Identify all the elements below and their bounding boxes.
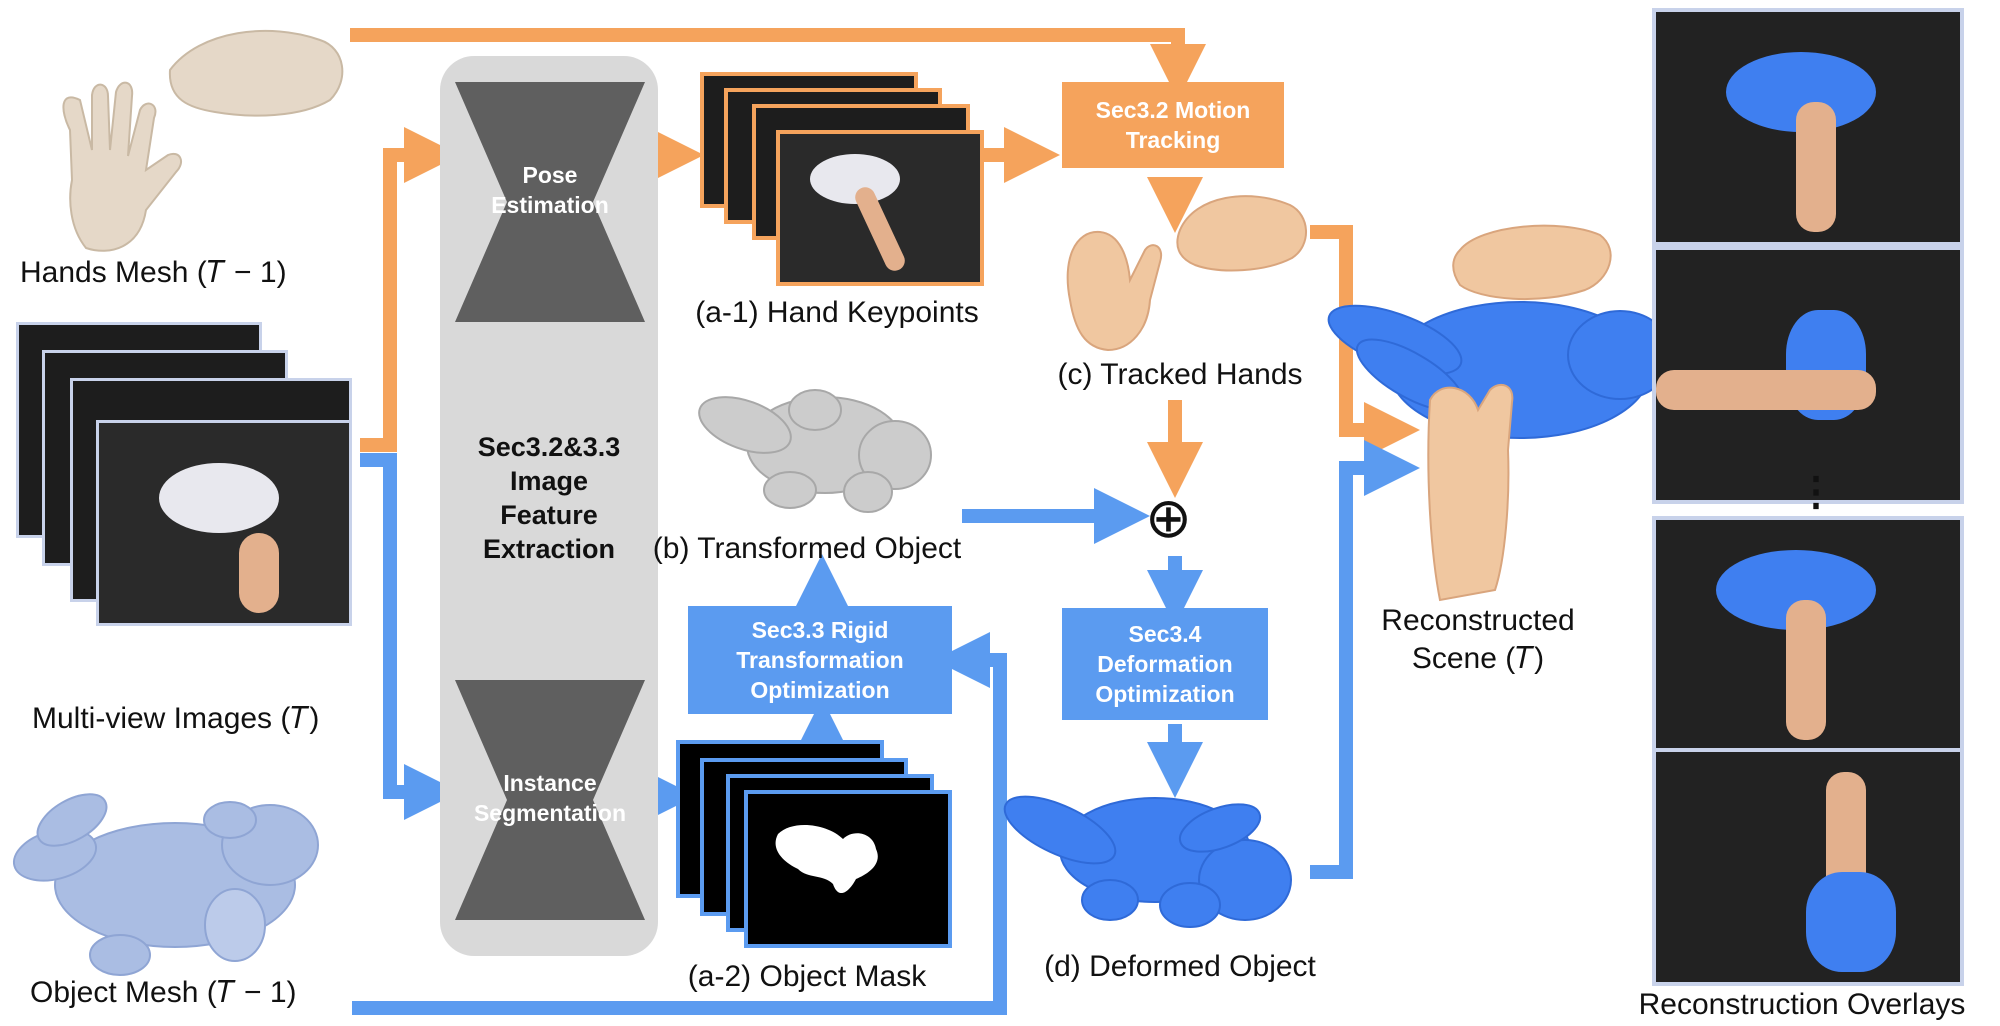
pose-estimation-line2: Estimation (491, 192, 609, 218)
deform-opt-line3: Optimization (1095, 681, 1235, 707)
mask-icon (775, 824, 878, 894)
instance-segmentation-hourglass-icon (455, 680, 645, 920)
object-mesh-icon (12, 793, 319, 976)
overlays-label: Reconstruction Overlays (1638, 988, 1966, 1021)
keypoint-frame-front (776, 130, 984, 286)
feature-extraction-label: Sec3.2&3.3 Image Feature Extraction (440, 430, 658, 566)
tracked-hands-label: (c) Tracked Hands (1057, 358, 1303, 391)
overlay-arm-icon (1656, 370, 1876, 410)
hand-mesh-icon (62, 29, 344, 252)
instance-segmentation-line1: Instance (503, 770, 597, 796)
blue-arrows (352, 440, 1420, 1015)
pose-estimation-box: Pose Estimation (455, 160, 645, 220)
overlay-image-1 (1652, 8, 1964, 246)
instance-segmentation-line2: Segmentation (473, 800, 627, 826)
rigid-opt-line3: Optimization (750, 677, 890, 703)
tracked-hands-icon (1066, 195, 1307, 352)
overlay-ellipsis: ⋮ (1796, 470, 1836, 514)
arrow-deformed-to-scene (1310, 440, 1420, 879)
overlay-arm-icon (1786, 600, 1826, 740)
arrow-images-to-segmentation (360, 453, 460, 820)
combine-icon: ⊕ (1145, 486, 1192, 549)
arrow-objectmesh-to-rigid (352, 632, 1007, 1015)
overlay-image-3 (1652, 516, 1964, 756)
pose-estimation-hourglass-icon (455, 82, 645, 322)
reconstructed-label-line1: Reconstructed (1381, 604, 1575, 637)
arrow-hands-to-tracking (350, 28, 1206, 100)
feature-extraction-line2: Image (509, 466, 589, 496)
rigid-opt-line1: Sec3.3 Rigid (751, 617, 889, 643)
deformed-object-label: (d) Deformed Object (1044, 950, 1316, 983)
hand-keypoints-label: (a-1) Hand Keypoints (695, 296, 979, 329)
bunny-icon (698, 389, 932, 513)
deform-opt-line1: Sec3.4 (1128, 621, 1202, 647)
hands-mesh-label: Hands Mesh (𝑇 − 1) (20, 256, 287, 289)
overlay-image-2 (1652, 246, 1964, 504)
motion-tracking-line2: Tracking (1125, 127, 1221, 153)
deform-opt-line2: Deformation (1097, 651, 1233, 677)
overlay-bunny-icon (1806, 872, 1896, 972)
reconstructed-label-line2: Scene (𝑇) (1411, 642, 1545, 675)
feature-extraction-line3: Feature (500, 500, 598, 530)
pose-estimation-line1: Pose (522, 162, 578, 188)
multi-view-label: Multi-view Images (𝑇) (32, 702, 320, 735)
plush-bunny-icon (159, 463, 279, 533)
overlay-arm-icon (1796, 102, 1836, 232)
motion-tracking-line1: Sec3.2 Motion (1095, 97, 1251, 123)
object-mesh-label: Object Mesh (𝑇 − 1) (30, 976, 297, 1009)
feature-extraction-line4: Extraction (482, 534, 616, 564)
arm-icon (239, 533, 279, 613)
reconstructed-scene-icon (1327, 224, 1673, 602)
transformed-object-label: (b) Transformed Object (652, 532, 962, 565)
object-mask-label: (a-2) Object Mask (687, 960, 927, 993)
input-image-front (96, 420, 352, 626)
deformed-bunny-icon (1003, 795, 1292, 928)
mask-frame-front (744, 790, 952, 948)
rigid-opt-line2: Transformation (736, 647, 904, 673)
instance-segmentation-box: Instance Segmentation (455, 768, 645, 828)
feature-extraction-line1: Sec3.2&3.3 (477, 432, 621, 462)
overlay-image-4 (1652, 748, 1964, 986)
arrow-images-to-pose (360, 127, 460, 452)
